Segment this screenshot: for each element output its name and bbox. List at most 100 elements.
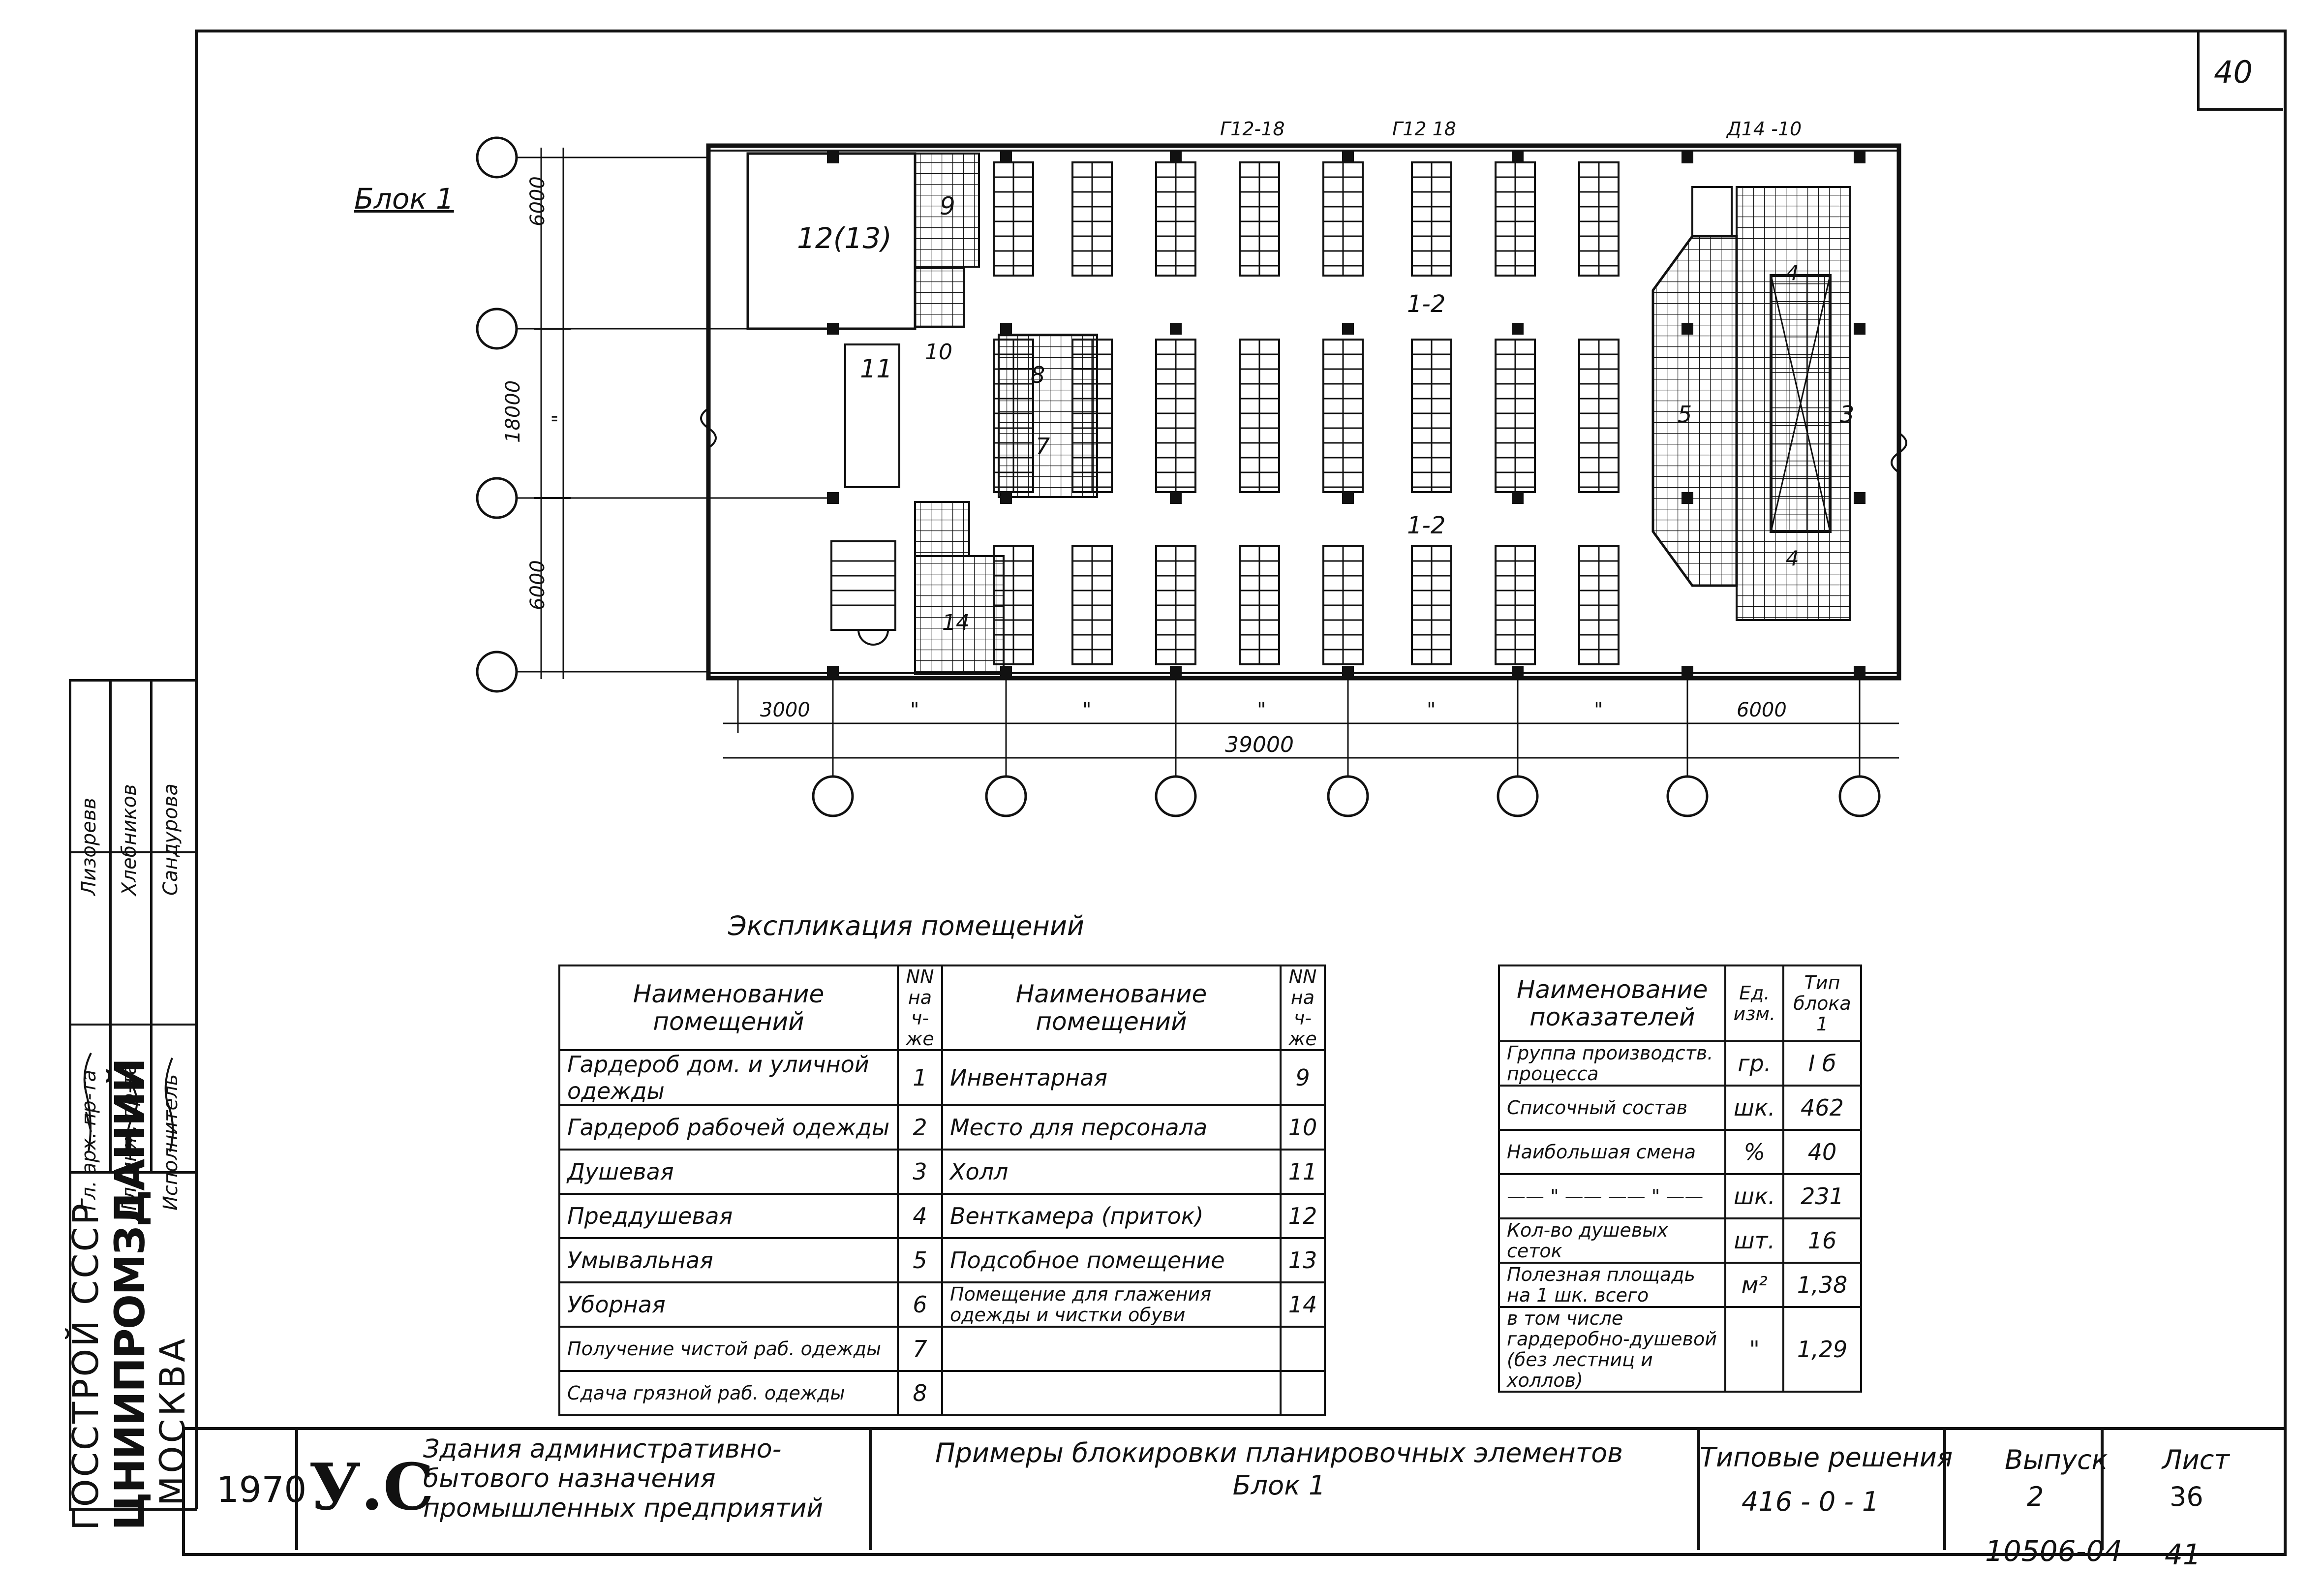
room-name: Умывальная (558, 1237, 899, 1283)
room-label-11: 11 (860, 354, 893, 384)
room-11-hall (844, 343, 900, 488)
room-num: 5 (897, 1237, 943, 1283)
room-name: Место для персонала (941, 1104, 1282, 1151)
table-row: Списочный состав шк. 462 (1498, 1085, 1862, 1131)
room-name: Подсобное помещение (941, 1237, 1282, 1283)
block-label: Блок 1 (354, 182, 454, 216)
column-marker (1170, 323, 1182, 335)
indicator-value: 1,29 (1782, 1306, 1862, 1393)
column-marker (1854, 666, 1865, 678)
column-marker (827, 152, 839, 163)
indicator-name: Наибольшая смена (1498, 1129, 1727, 1175)
column-markers (827, 152, 1865, 678)
table-row: Умывальная 5 Подсобное помещение 13 (558, 1237, 1326, 1283)
sheet-frame (195, 30, 2287, 1509)
room-9-hatch (914, 153, 980, 268)
column-marker (1854, 323, 1865, 335)
indicator-unit: шк. (1724, 1173, 1785, 1219)
archive-page: 41 (2165, 1538, 2201, 1571)
room-label-3: 3 (1840, 401, 1855, 428)
column-marker (1342, 323, 1354, 335)
indicator-unit: шт. (1724, 1217, 1785, 1264)
dim-v-6000-bottom: 6000 (526, 560, 549, 610)
side-stamp-dividers (69, 679, 195, 1506)
column-marker (1000, 323, 1012, 335)
org-tsniipromzdaniy: ЦНИИПРОМЗДАНИЙ (106, 1058, 154, 1530)
header-num-1: NN на ч-же (897, 965, 943, 1051)
room-label-14: 14 (942, 610, 970, 635)
stamp-signatures (83, 1053, 174, 1152)
table-row: Уборная 6 Помещение для глажения одежды … (558, 1281, 1326, 1328)
table-row: —— " —— —— " —— шк. 231 (1498, 1173, 1862, 1219)
room-name (941, 1326, 1282, 1372)
dim-h-ditto-4: " (1427, 699, 1436, 721)
room-num: 4 (897, 1193, 943, 1239)
room-name: Сдача грязной раб. одежды (558, 1370, 899, 1416)
column-marker (1170, 152, 1182, 163)
indicator-value: 462 (1782, 1085, 1862, 1131)
ind-header-name: Наименование показателей (1498, 965, 1727, 1042)
column-marker (1682, 666, 1693, 678)
room-num: 8 (897, 1370, 943, 1416)
room-num (1279, 1326, 1326, 1372)
indicator-name: —— " —— —— " —— (1498, 1173, 1727, 1219)
indicator-unit: % (1724, 1129, 1785, 1175)
room-name (941, 1370, 1282, 1416)
sheet-36: 36 (2170, 1481, 2203, 1512)
table-row: Гардероб рабочей одежды 2 Место для перс… (558, 1104, 1326, 1151)
room-num: 3 (897, 1149, 943, 1195)
column-marker (1170, 666, 1182, 678)
solution-label: Типовые решения (1700, 1442, 1953, 1473)
room-6 (914, 501, 970, 557)
indicator-unit: м² (1724, 1262, 1785, 1308)
column-marker (1854, 492, 1865, 504)
table-row: Душевая 3 Холл 11 (558, 1149, 1326, 1195)
room-name: Помещение для глажения одежды и чистки о… (941, 1281, 1282, 1328)
column-marker (1512, 323, 1524, 335)
table-row: Наибольшая смена % 40 (1498, 1129, 1862, 1175)
room-name: Венткамера (приток) (941, 1193, 1282, 1239)
issue-label: Выпуск (2005, 1444, 2108, 1475)
room-label-8: 8 (1031, 362, 1045, 388)
room-num: 14 (1279, 1281, 1326, 1328)
table-row: Сдача грязной раб. одежды 8 (558, 1370, 1326, 1416)
indicator-name: Группа производств. процесса (1498, 1040, 1727, 1087)
room-num: 9 (1279, 1049, 1326, 1106)
dim-h-ditto-2: " (1082, 699, 1092, 721)
column-marker (1000, 666, 1012, 678)
dim-h-ditto-5: " (1594, 699, 1603, 721)
mark-g12-18b: Г12 18 (1392, 118, 1456, 140)
explication-table: Наименование помещений NN на ч-же Наимен… (558, 965, 1326, 1416)
indicator-name: Кол-во душевых сеток (1498, 1217, 1727, 1264)
room-name: Преддушевая (558, 1193, 899, 1239)
table-row: Преддушевая 4 Венткамера (приток) 12 (558, 1193, 1326, 1239)
indicators-table: Наименование показателей Ед. изм. Тип бл… (1498, 965, 1862, 1393)
column-marker (1000, 492, 1012, 504)
floor-plan (476, 136, 1907, 817)
title-block (182, 1427, 2287, 1556)
dim-v-6000-top: 6000 (526, 176, 549, 226)
room-label-9: 9 (940, 192, 955, 220)
title-block-dividers (182, 1427, 2281, 1550)
room-label-4-bottom: 4 (1786, 546, 1799, 570)
room-name: Уборная (558, 1281, 899, 1328)
room-name: Гардероб рабочей одежды (558, 1104, 899, 1151)
column-marker (827, 492, 839, 504)
indicator-unit: гр. (1724, 1040, 1785, 1087)
table-row: Кол-во душевых сеток шт. 16 (1498, 1217, 1862, 1264)
room-name: Инвентарная (941, 1049, 1282, 1106)
column-marker (1512, 152, 1524, 163)
year: 1970 (216, 1469, 307, 1510)
column-marker (1512, 492, 1524, 504)
indicator-value: 40 (1782, 1129, 1862, 1175)
room-name: Гардероб дом. и уличной одежды (558, 1049, 899, 1106)
sheet-number-box (2197, 30, 2283, 111)
side-stamp (69, 679, 197, 1511)
indicator-value: 231 (1782, 1173, 1862, 1219)
header-name-2: Наименование помещений (941, 965, 1282, 1051)
header-num-2: NN на ч-же (1279, 965, 1326, 1051)
room-label-10: 10 (925, 340, 952, 365)
sheet-number: 40 (2214, 54, 2253, 90)
column-marker (827, 666, 839, 678)
indicator-name: в том числе гардеробно-душевой (без лест… (1498, 1306, 1727, 1393)
